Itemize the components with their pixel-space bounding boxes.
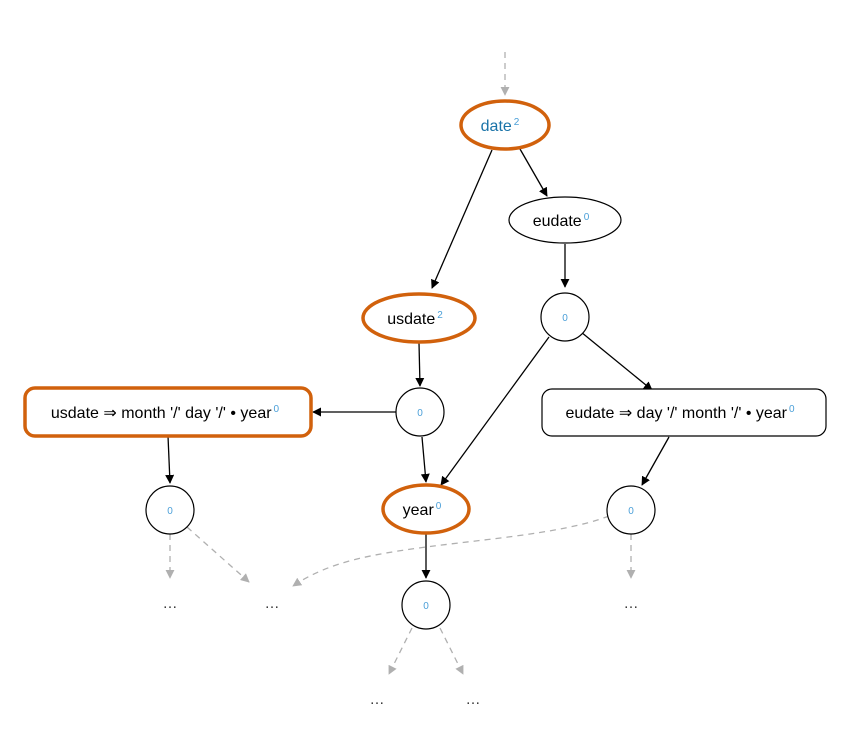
ellipsis-right: …: [624, 595, 639, 612]
node-usdate-state-count: 0: [417, 408, 423, 419]
edge-left-diag: [186, 526, 250, 583]
node-eudate-rule-sup: 0: [789, 404, 795, 415]
node-eudate-label: eudate: [533, 213, 582, 230]
node-usdate-rule-sup: 0: [274, 404, 280, 415]
ellipsis-bottom-right: …: [466, 691, 481, 708]
node-year-label: year: [403, 502, 435, 519]
edge-right-curve: [292, 515, 610, 587]
node-usdate-state: 0: [395, 387, 445, 437]
node-left-state: 0: [145, 485, 195, 535]
node-usdate-label: usdate: [387, 311, 435, 328]
node-eudate-sup: 0: [584, 212, 590, 223]
ellipsis-left: …: [163, 595, 178, 612]
ellipsis-middle: …: [265, 595, 280, 612]
edge-eudate-state-year: [440, 336, 550, 486]
edge-date-usdate: [431, 149, 493, 289]
node-right-state: 0: [606, 485, 656, 535]
edge-year-state-right: [439, 627, 464, 675]
node-year-sup: 0: [436, 501, 442, 512]
edge-eudate-state-rule: [580, 331, 653, 391]
edge-date-eudate: [519, 148, 548, 197]
ellipsis-group: … … … … …: [163, 595, 639, 708]
node-year-state: 0: [401, 580, 451, 630]
node-year-state-count: 0: [423, 601, 429, 612]
node-eudate-rule-label: eudate ⇒ day '/' month '/' • year: [565, 405, 787, 422]
node-eudate-state: 0: [540, 292, 590, 342]
edge-state-year: [420, 436, 430, 483]
node-eudate-state-count: 0: [562, 313, 568, 324]
node-date-sup: 2: [514, 117, 520, 128]
node-usdate-sup: 2: [437, 310, 443, 321]
node-right-state-count: 0: [628, 506, 634, 517]
node-date-label: date: [481, 118, 512, 135]
edge-year-state-left: [388, 627, 413, 675]
node-usdate-rule-label: usdate ⇒ month '/' day '/' • year: [51, 405, 272, 422]
edge-eudate-rule-state: [641, 436, 670, 486]
ellipsis-bottom-left: …: [370, 691, 385, 708]
edge-usdate-state: [415, 342, 425, 387]
node-left-state-count: 0: [167, 506, 173, 517]
edge-usdate-rule-state: [165, 435, 175, 484]
edges: [165, 52, 670, 675]
